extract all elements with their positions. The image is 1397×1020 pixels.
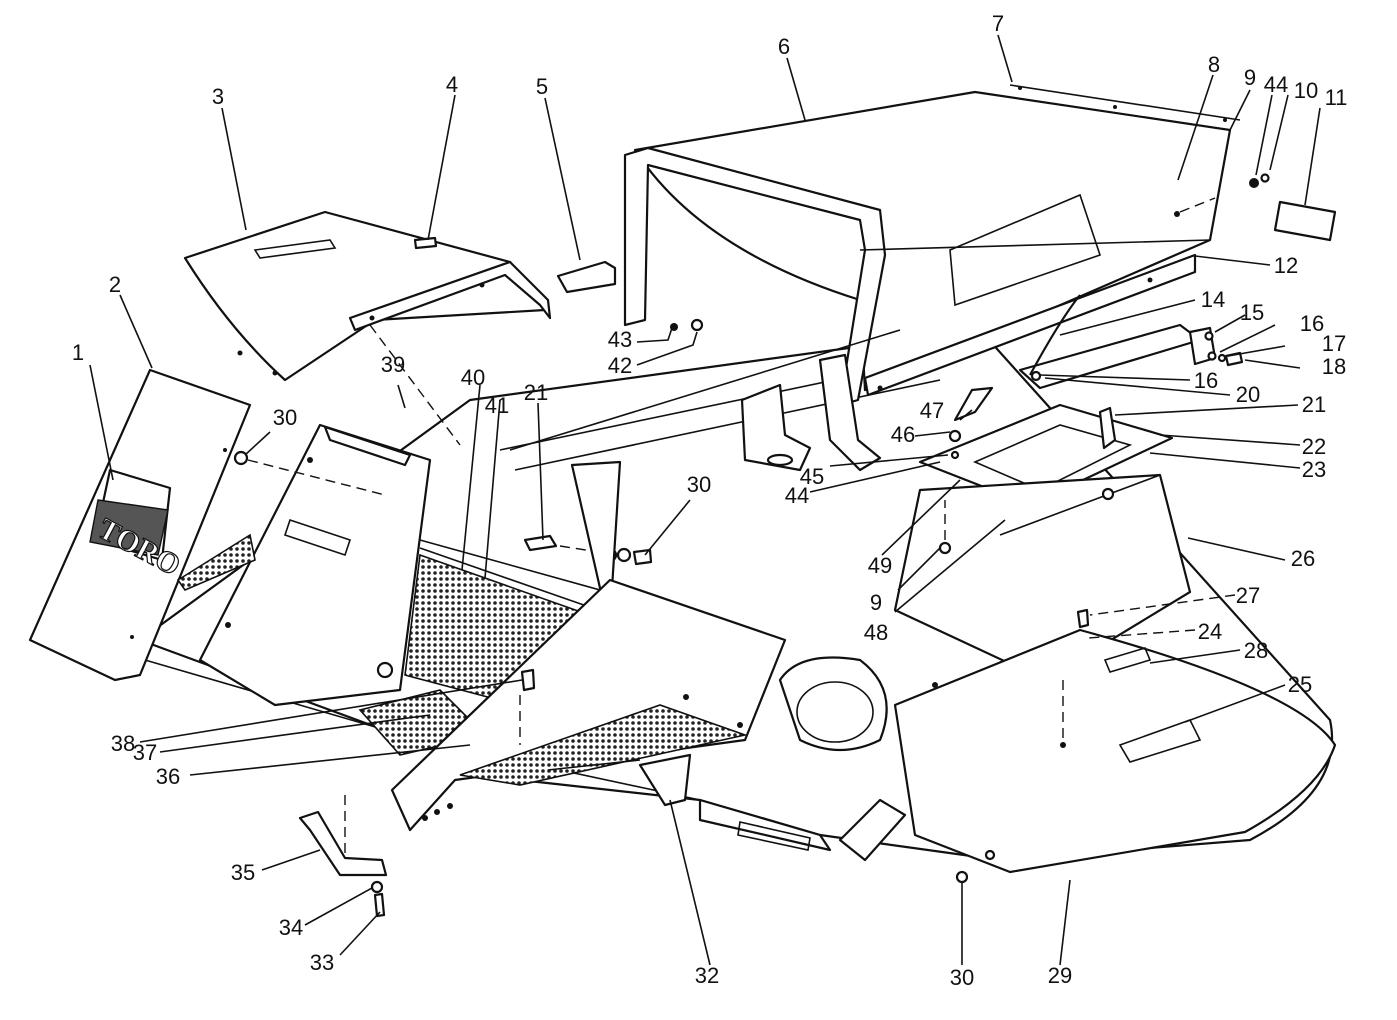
callout-7: 7 (992, 11, 1004, 36)
callout-18: 18 (1322, 354, 1346, 379)
callout-34: 34 (279, 915, 303, 940)
bracket-part-39 (198, 423, 432, 707)
callout-15: 15 (1240, 300, 1264, 325)
brace-part-35 (298, 795, 388, 918)
callout-28: 28 (1244, 638, 1268, 663)
callout-1: 1 (72, 340, 84, 365)
fender-part-29 (893, 628, 1337, 884)
callout-29: 29 (1048, 963, 1072, 988)
callout-44-top: 44 (1264, 72, 1288, 97)
console-part-26 (893, 473, 1192, 682)
callout-30-bottom: 30 (950, 965, 974, 990)
callout-24: 24 (1198, 619, 1222, 644)
callout-21-left: 21 (524, 380, 548, 405)
callout-4: 4 (446, 72, 458, 97)
callout-37: 37 (133, 740, 157, 765)
callout-labels: 1 2 3 4 5 6 7 8 9 44 10 11 12 14 15 16 1… (72, 11, 1348, 990)
callout-14: 14 (1201, 287, 1225, 312)
hardware-42-43 (670, 318, 704, 332)
callout-5: 5 (536, 74, 548, 99)
callout-30-upper-left: 30 (273, 405, 297, 430)
callout-49: 49 (868, 553, 892, 578)
callout-12: 12 (1274, 253, 1298, 278)
callout-27: 27 (1236, 583, 1260, 608)
callout-33: 33 (310, 950, 334, 975)
callout-16-upper: 16 (1300, 311, 1324, 336)
bolts-45-46 (948, 429, 962, 460)
callout-25: 25 (1288, 672, 1312, 697)
callout-23: 23 (1302, 457, 1326, 482)
callout-40: 40 (461, 365, 485, 390)
callout-16-lower: 16 (1194, 368, 1218, 393)
callout-20: 20 (1236, 382, 1260, 407)
callout-6: 6 (778, 34, 790, 59)
callout-46: 46 (891, 422, 915, 447)
callout-22: 22 (1302, 434, 1326, 459)
callout-8: 8 (1208, 52, 1220, 77)
callout-47: 47 (920, 398, 944, 423)
wheel-well (778, 656, 888, 752)
lever-part-47 (953, 386, 994, 422)
callout-45: 45 (800, 464, 824, 489)
callout-9-mid: 9 (870, 590, 882, 615)
callout-41: 41 (485, 393, 509, 418)
bolt-part-30-upper (233, 450, 386, 496)
callout-26: 26 (1291, 546, 1315, 571)
callout-38: 38 (111, 731, 135, 756)
callout-11: 11 (1325, 85, 1348, 110)
callout-2: 2 (109, 272, 121, 297)
callout-42: 42 (608, 353, 632, 378)
seat-support-part-6 (623, 90, 1232, 407)
callout-3: 3 (212, 84, 224, 109)
frame-lower (698, 798, 907, 862)
callout-43: 43 (608, 327, 632, 352)
bolt-part-38 (520, 668, 536, 692)
leader-lines (89, 34, 1321, 966)
footrest-part-36 (390, 578, 787, 832)
callout-32: 32 (695, 963, 719, 988)
rail-part-7 (1009, 84, 1241, 122)
callout-17: 17 (1322, 331, 1346, 356)
latch-hardware (1029, 294, 1244, 382)
plate-part-4 (413, 236, 438, 250)
callout-48: 48 (864, 620, 888, 645)
hood-part-3 (183, 210, 552, 382)
callout-39: 39 (381, 352, 405, 377)
callout-36: 36 (156, 764, 180, 789)
callout-44-mid: 44 (785, 483, 809, 508)
callout-10: 10 (1294, 78, 1318, 103)
handle-part-5 (556, 260, 617, 294)
callout-35: 35 (231, 860, 255, 885)
callout-9-top: 9 (1244, 65, 1256, 90)
callout-30-middle: 30 (687, 472, 711, 497)
hinge-brackets (740, 353, 882, 472)
plate-part-11 (1273, 200, 1337, 242)
bracket-part-32 (547, 753, 692, 807)
top-hardware (1174, 173, 1270, 217)
callout-21-right: 21 (1302, 392, 1326, 417)
bracket-part-12 (863, 253, 1197, 397)
